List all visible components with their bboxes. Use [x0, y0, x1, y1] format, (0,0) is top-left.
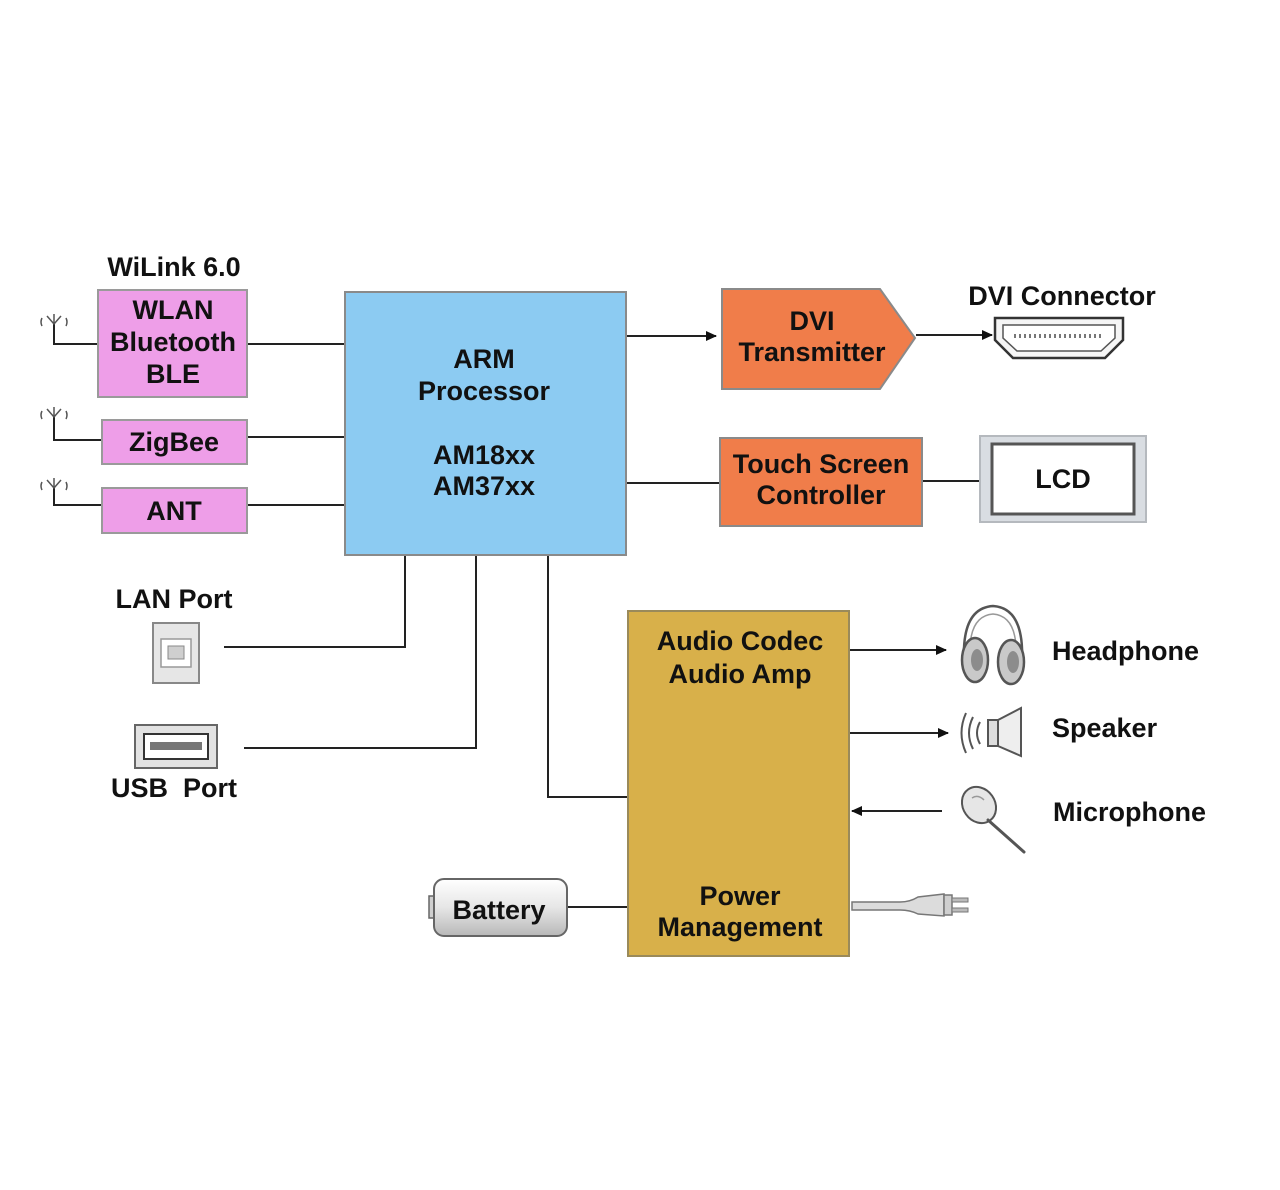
antenna-icon	[40, 407, 68, 420]
touch-screen-label: Touch Screen	[733, 449, 910, 479]
zigbee-label: ZigBee	[129, 427, 219, 457]
processor-model-am18xx: AM18xx	[433, 440, 535, 470]
ant-block: ANT	[101, 487, 248, 534]
power-plug-icon	[851, 893, 969, 917]
hdmi-connector-icon	[993, 316, 1125, 360]
wlan-block: WLAN Bluetooth BLE	[97, 289, 248, 398]
ethernet-port-icon	[152, 622, 200, 684]
touch-screen-controller-block: Touch Screen Controller	[719, 437, 923, 527]
wlan-label: WLAN	[133, 295, 214, 325]
battery-icon: Battery	[428, 878, 568, 937]
processor-label-arm: ARM	[453, 344, 515, 374]
transmitter-label: Transmitter	[738, 337, 886, 367]
speaker-icon	[960, 706, 1022, 758]
ant-label: ANT	[146, 496, 202, 526]
microphone-label: Microphone	[1053, 797, 1206, 827]
audio-power-block: Audio Codec Audio Amp Power Management	[627, 610, 850, 957]
headphone-label: Headphone	[1052, 636, 1199, 666]
antenna-icon	[40, 314, 68, 327]
microphone-icon	[960, 785, 1026, 854]
audio-codec-label: Audio Codec	[657, 626, 824, 656]
dvi-connector-label: DVI Connector	[968, 281, 1156, 311]
lcd-display: LCD	[979, 435, 1147, 523]
power-label: Power	[699, 881, 781, 911]
headphone-icon	[960, 604, 1026, 686]
wilink-title: WiLink 6.0	[107, 252, 240, 282]
battery-label: Battery	[452, 895, 545, 925]
processor-model-am37xx: AM37xx	[433, 471, 535, 501]
dvi-transmitter-block: DVI Transmitter	[721, 288, 917, 390]
zigbee-block: ZigBee	[101, 419, 248, 465]
arm-processor-block: ARM Processor AM18xx AM37xx	[344, 291, 627, 556]
usb-port-label: USB Port	[111, 773, 237, 803]
lcd-label: LCD	[1035, 464, 1091, 494]
connections	[53, 322, 993, 908]
lan-port-label: LAN Port	[116, 584, 233, 614]
ble-label: BLE	[146, 359, 200, 389]
audio-amp-label: Audio Amp	[669, 659, 812, 689]
management-label: Management	[657, 912, 822, 942]
speaker-label: Speaker	[1052, 713, 1158, 743]
dvi-label: DVI	[789, 306, 834, 336]
processor-label-processor: Processor	[418, 376, 551, 406]
antenna-icon	[40, 478, 68, 491]
bluetooth-label: Bluetooth	[110, 327, 236, 357]
controller-label: Controller	[756, 480, 885, 510]
usb-port-icon	[134, 724, 218, 769]
